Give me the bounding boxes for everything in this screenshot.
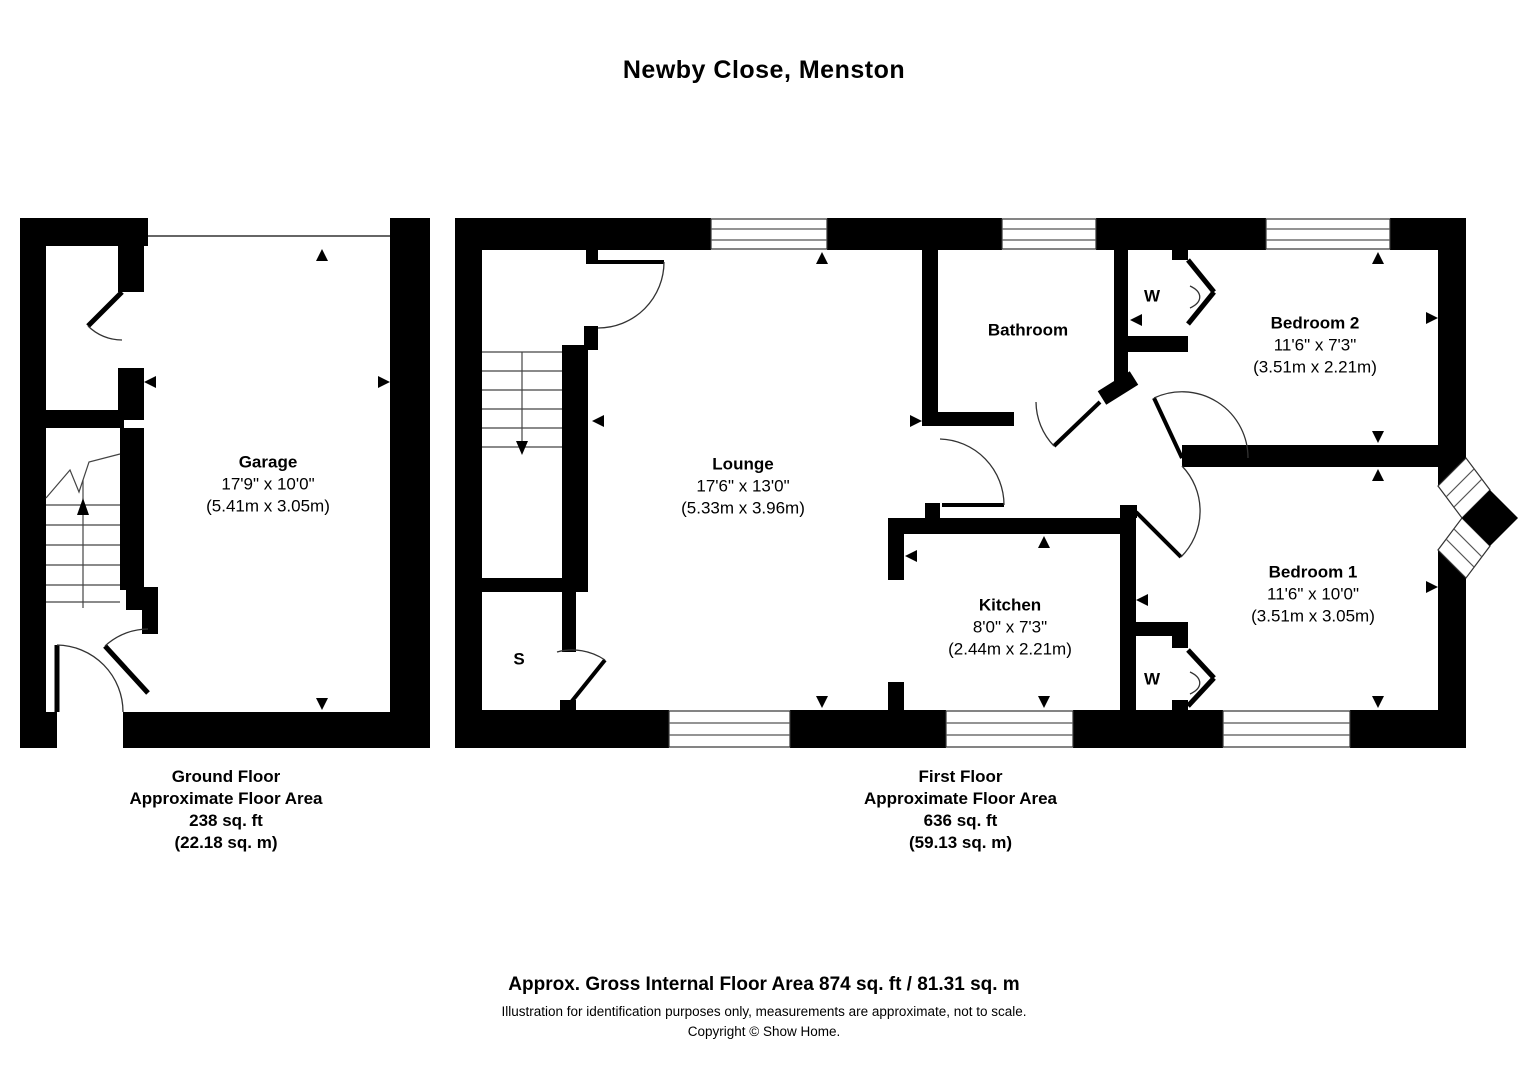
- window-bedroom1-bottom: [1222, 710, 1351, 748]
- first-floor-caption: First Floor Approximate Floor Area 636 s…: [455, 766, 1466, 854]
- window-lounge-bottom: [668, 710, 791, 748]
- bedroom1-dims-imperial: 11'6" x 10'0": [1267, 585, 1359, 604]
- bedroom1-room-label: Bedroom 1 11'6" x 10'0" (3.51m x 3.05m): [1251, 563, 1375, 626]
- lounge-room-label: Lounge 17'6" x 13'0" (5.33m x 3.96m): [681, 455, 805, 518]
- bay-window: [1437, 457, 1518, 579]
- window-kitchen: [945, 710, 1074, 748]
- ground-floor-plan: Garage 17'9" x 10'0" (5.41m x 3.05m): [20, 218, 430, 748]
- bedroom2-room-label: Bedroom 2 11'6" x 7'3" (3.51m x 2.21m): [1253, 314, 1377, 377]
- ground-floor-area-label: Approximate Floor Area: [129, 789, 323, 808]
- wardrobe1-label: W: [1144, 670, 1161, 689]
- page-title: Newby Close, Menston: [622, 56, 906, 84]
- bathroom-name: Bathroom: [988, 321, 1068, 340]
- first-floor-walls: [455, 218, 1466, 748]
- ground-floor-caption: Ground Floor Approximate Floor Area 238 …: [22, 766, 430, 854]
- bedroom2-dims-imperial: 11'6" x 7'3": [1274, 336, 1357, 355]
- ground-floor-area-ft: 238 sq. ft: [189, 811, 263, 830]
- first-floor-area-ft: 636 sq. ft: [923, 811, 998, 830]
- first-floor-area-label: Approximate Floor Area: [863, 789, 1058, 808]
- garage-name: Garage: [239, 453, 298, 472]
- first-floor-name: First Floor: [918, 767, 1003, 786]
- garage-room-label: Garage 17'9" x 10'0" (5.41m x 3.05m): [206, 453, 330, 516]
- first-floor-measure-markers: [592, 252, 1438, 708]
- kitchen-name: Kitchen: [979, 596, 1041, 615]
- stairs-up-arrow-icon: [77, 498, 89, 515]
- window-bedroom2: [1265, 218, 1391, 250]
- hall-door: [86, 290, 124, 341]
- floorplan-drawing: Garage 17'9" x 10'0" (5.41m x 3.05m): [20, 218, 1518, 748]
- window-bathroom: [1001, 218, 1097, 250]
- store-label: S: [513, 650, 524, 669]
- bedroom1-door: [1134, 465, 1201, 559]
- garage-dims-imperial: 17'9" x 10'0": [221, 475, 314, 494]
- bedroom1-name: Bedroom 1: [1269, 563, 1358, 582]
- kitchen-dims-imperial: 8'0" x 7'3": [973, 618, 1047, 637]
- kitchen-dims-metric: (2.44m x 2.21m): [948, 640, 1072, 659]
- gross-area-text: Approx. Gross Internal Floor Area 874 sq…: [508, 974, 1020, 995]
- kitchen-door: [939, 438, 1005, 507]
- ground-floor-stairs: [45, 453, 121, 608]
- lounge-dims-metric: (5.33m x 3.96m): [681, 499, 805, 518]
- garage-internal-door: [103, 628, 150, 695]
- copyright-text: Copyright © Show Home.: [687, 1024, 841, 1039]
- wardrobe2-bifold-door: [1186, 258, 1216, 326]
- window-lounge-top: [710, 218, 828, 250]
- first-floor-plan: Lounge 17'6" x 13'0" (5.33m x 3.96m) Bat…: [455, 218, 1518, 748]
- ground-floor-walls: [20, 218, 430, 748]
- bedroom2-dims-metric: (3.51m x 2.21m): [1253, 358, 1377, 377]
- stairs-down-arrow-icon: [516, 441, 528, 455]
- ground-floor-name: Ground Floor: [171, 767, 281, 786]
- bedroom1-dims-metric: (3.51m x 3.05m): [1251, 607, 1375, 626]
- wardrobe1-bifold-door: [1186, 648, 1216, 708]
- landing-door: [597, 260, 665, 329]
- first-floor-area-m: (59.13 sq. m): [909, 833, 1012, 852]
- wardrobe2-label: W: [1144, 287, 1161, 306]
- bedroom2-door: [1152, 391, 1249, 459]
- garage-dims-metric: (5.41m x 3.05m): [206, 497, 330, 516]
- first-floor-stairs: [482, 351, 562, 455]
- ground-floor-area-m: (22.18 sq. m): [174, 833, 278, 852]
- lounge-dims-imperial: 17'6" x 13'0": [696, 477, 789, 496]
- store-door: [556, 649, 607, 708]
- footer: Approx. Gross Internal Floor Area 874 sq…: [0, 974, 1528, 1042]
- front-door: [54, 644, 124, 713]
- lounge-name: Lounge: [712, 455, 773, 474]
- stairs-break-line: [45, 453, 121, 499]
- bathroom-door: [1035, 400, 1102, 448]
- kitchen-room-label: Kitchen 8'0" x 7'3" (2.44m x 2.21m): [948, 596, 1072, 659]
- disclaimer-text: Illustration for identification purposes…: [501, 1004, 1027, 1019]
- garage-measure-markers: [144, 249, 390, 710]
- bedroom2-name: Bedroom 2: [1271, 314, 1360, 333]
